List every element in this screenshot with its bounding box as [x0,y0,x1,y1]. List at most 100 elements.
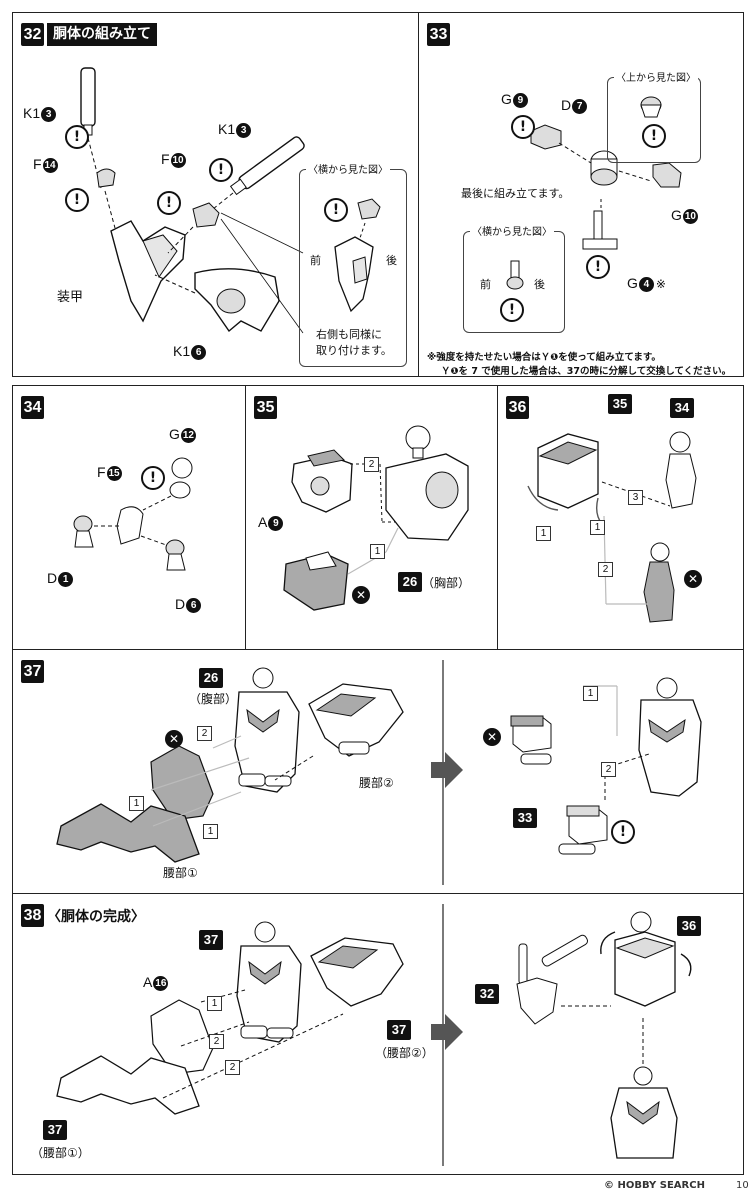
step-36-panel: 36 35 34 3 1 1 2 ✕ [497,385,744,650]
caution-icon: ! [511,115,535,139]
order-box-2: 2 [364,457,379,472]
caution-icon: ! [324,198,348,222]
order-box-1a: 1 [129,796,144,811]
order-box-1: 1 [207,996,222,1011]
top-view-inset-33: 〈上から見た図〉 ! [607,69,701,163]
order-box-2-right: 2 [601,762,616,777]
caution-icon: ! [65,188,89,212]
step-32-title: 胴体の組み立て [47,23,157,46]
side-view-inset-32: 〈横から見た図〉 ! 前 後 右側も同様に 取り付けます。 [299,161,407,367]
order-box-1: 1 [370,544,385,559]
part-letter: D [561,97,572,113]
caution-icon: ! [141,466,165,490]
caution-icon: ! [209,158,233,182]
part-number: 9 [268,515,284,531]
label-waist-1: 腰部① [163,866,198,880]
part-letter: D [175,596,186,612]
reference-mark: ※ [655,277,666,291]
remove-x-icon-right: ✕ [483,728,501,746]
part-number: 1 [58,571,74,587]
step-38-title: 〈胴体の完成〉 [47,909,145,925]
part-letter: F [33,156,42,172]
assemble-last-note: 最後に組み立てます。 [461,187,570,200]
part-number: 3 [236,122,252,138]
label-armor: 装甲 [57,290,84,305]
order-box-1-right: 1 [583,686,598,701]
step-33-ref: 33 [513,808,537,828]
label-back: 後 [534,278,545,291]
step-38-number: 38 [21,904,44,927]
order-box-1b: 1 [203,824,218,839]
watermark: © HOBBY SEARCH [604,1180,705,1191]
caution-icon: ! [642,124,666,148]
side-view-title: 〈横から見た図〉 [306,161,390,176]
step-38-panel: 38 〈胴体の完成〉 [12,893,744,1175]
order-box-2: 2 [197,726,212,741]
order-box-2: 2 [598,562,613,577]
caution-icon: ! [611,820,635,844]
part-letter: K1 [23,105,41,121]
label-waist-2: （腰部②） [375,1046,434,1060]
remove-x-icon: ✕ [684,570,702,588]
part-number: 15 [106,465,122,481]
caution-icon: ! [65,125,89,149]
step-32-ref: 32 [475,984,499,1004]
label-front: 前 [310,254,321,267]
chest-step-ref: 26 [398,572,422,592]
step-37-ref-waist-2: 37 [387,1020,411,1040]
side-view-title: 〈横から見た図〉 [470,223,554,238]
part-letter: D [47,570,58,586]
step-33-number: 33 [427,23,450,46]
part-number: 7 [572,98,588,114]
right-side-note-2: 取り付けます。 [316,344,392,357]
part-number: 10 [170,152,186,168]
step-37-ref-torso: 37 [199,930,223,950]
step-36-number: 36 [506,396,529,419]
step-37-number: 37 [21,660,44,683]
part-letter: G [501,91,512,107]
step-34-number: 34 [21,396,44,419]
top-view-title: 〈上から見た図〉 [614,69,698,84]
step-37-drawing [56,660,702,885]
abdomen-step-ref: 26 [199,668,223,688]
footnote-2: Ｙ❶を 7 で使用した場合は、37の時に分解して交換してください。 [441,366,732,377]
part-letter: K1 [173,343,191,359]
page-number: 10 [736,1180,749,1191]
step-36-ref: 36 [677,916,701,936]
part-number: 9 [512,92,528,108]
side-view-inset-33: 〈横から見た図〉 前 後 ! [463,223,565,333]
part-letter: A [143,974,153,990]
label-abdomen: （腹部） [189,692,238,706]
step-35-number: 35 [254,396,277,419]
part-letter: G [627,275,638,291]
part-letter: F [161,151,170,167]
part-number: 3 [41,106,57,122]
step-35-ref: 35 [608,394,632,414]
caution-icon: ! [157,191,181,215]
order-box-1: 1 [590,520,605,535]
part-number: 4 [638,276,654,292]
step-38-drawing [56,904,692,1166]
part-number: 14 [42,157,58,173]
step-34-drawing [73,457,193,571]
order-box-3: 3 [628,490,643,505]
label-chest: （胸部） [422,576,471,590]
step-32-number: 32 [21,23,44,46]
label-waist-1: （腰部①） [31,1146,90,1160]
part-letter: A [258,514,268,530]
